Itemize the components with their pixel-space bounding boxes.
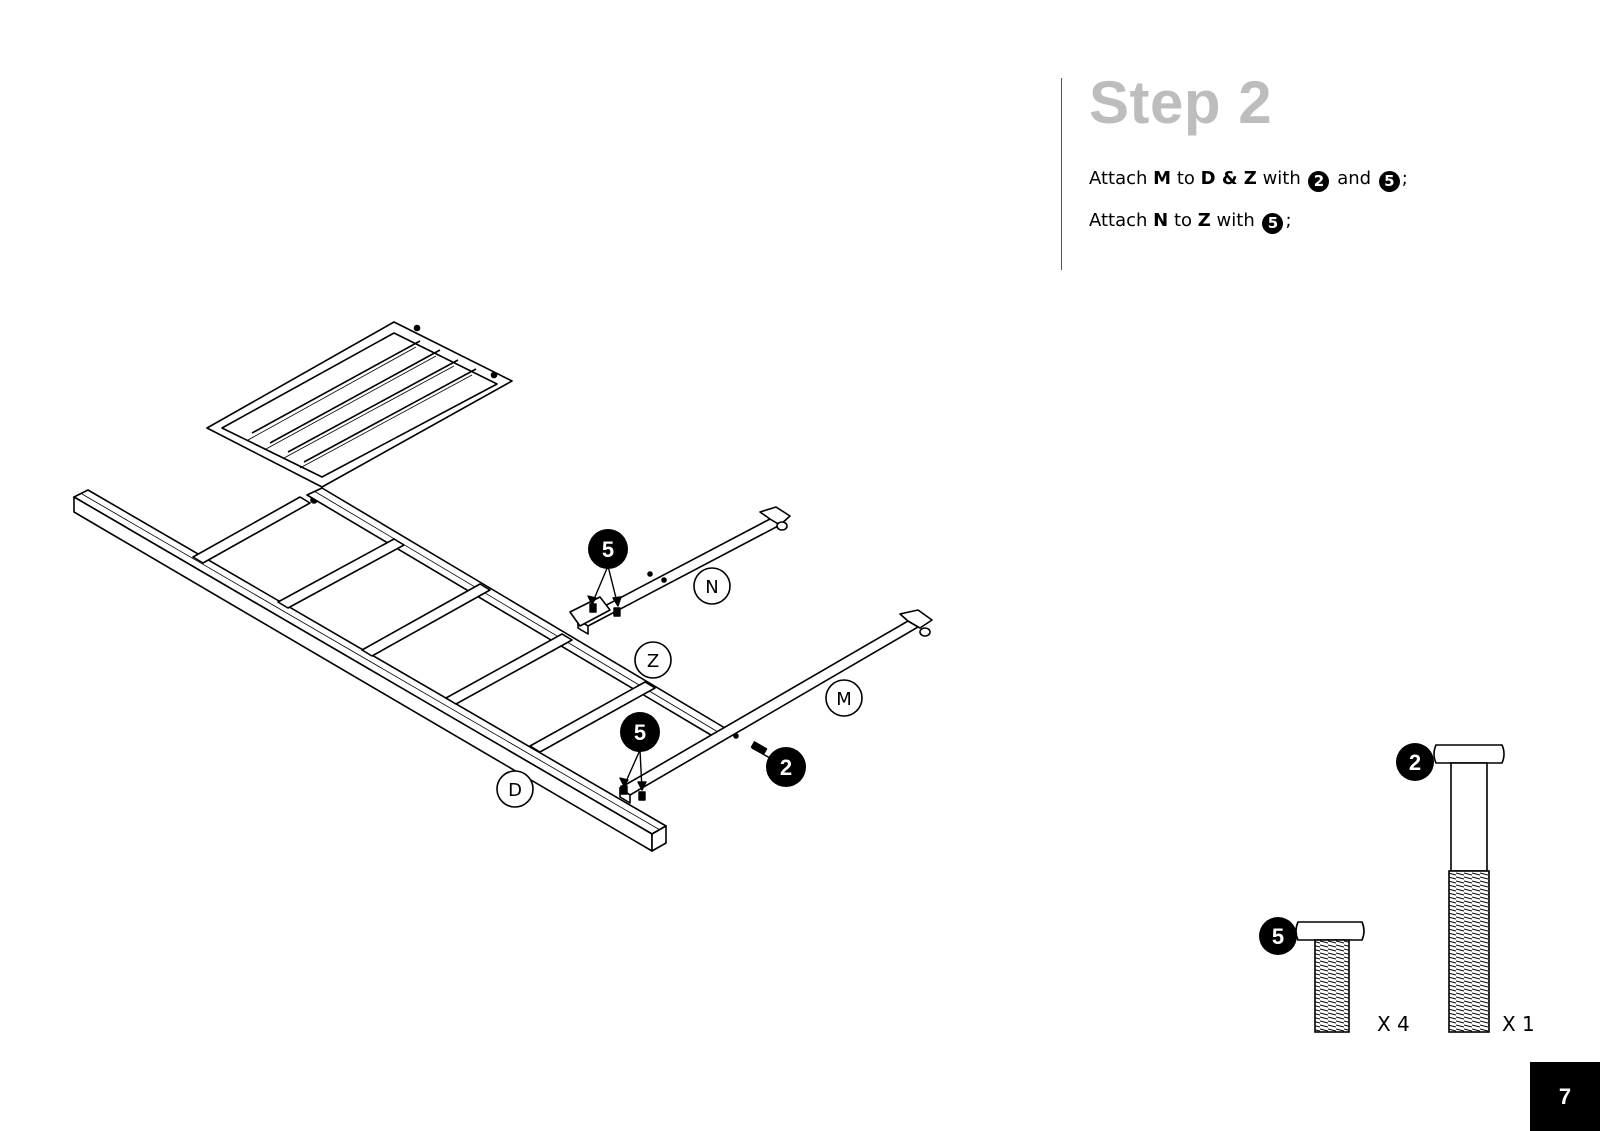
callout-bolt-2: 2	[780, 755, 792, 780]
hardware-bolt-2-badge: 2	[1409, 750, 1421, 775]
hardware-bolt-5-badge: 5	[1272, 924, 1284, 949]
bolt-2-insertion	[750, 741, 771, 759]
part-label-z: Z	[647, 651, 659, 672]
part-ref-m: M	[1153, 168, 1172, 189]
hardware-bolt-2: 2	[1396, 743, 1505, 1033]
part-ref-d-z: D & Z	[1200, 168, 1257, 189]
instruction-line-2: Attach N to Z with 5;	[1089, 210, 1292, 234]
hardware-bolt-2-qty: X 1	[1502, 1012, 1535, 1036]
callout-bolt-5-top: 5	[602, 537, 614, 562]
part-ref-n: N	[1153, 210, 1169, 231]
rail-n	[569, 506, 791, 635]
hardware-ref-2: 2	[1308, 171, 1330, 192]
step-title: Step 2	[1089, 69, 1273, 136]
callout-bolt-5-bottom: 5	[634, 720, 646, 745]
hardware-ref-5: 5	[1378, 171, 1400, 192]
hardware-bolt-5: 5	[1259, 917, 1365, 1033]
bolt-5-arrows-bottom	[619, 749, 647, 801]
slat-frame-z	[192, 487, 731, 753]
hardware-bolt-5-qty: X 4	[1377, 1012, 1410, 1036]
part-label-d: D	[508, 780, 522, 801]
header-divider	[1061, 78, 1062, 270]
instruction-line-1: Attach M to D & Z with 2 and 5;	[1089, 168, 1408, 192]
page-number: 7	[1530, 1062, 1600, 1131]
bolt-5-arrows-top	[587, 565, 622, 617]
headboard-frame	[206, 321, 513, 504]
side-rail-d	[73, 489, 667, 852]
part-label-m: M	[836, 689, 852, 710]
part-ref-z: Z	[1197, 210, 1211, 231]
hardware-ref-5: 5	[1262, 213, 1284, 234]
part-label-n: N	[705, 577, 718, 598]
